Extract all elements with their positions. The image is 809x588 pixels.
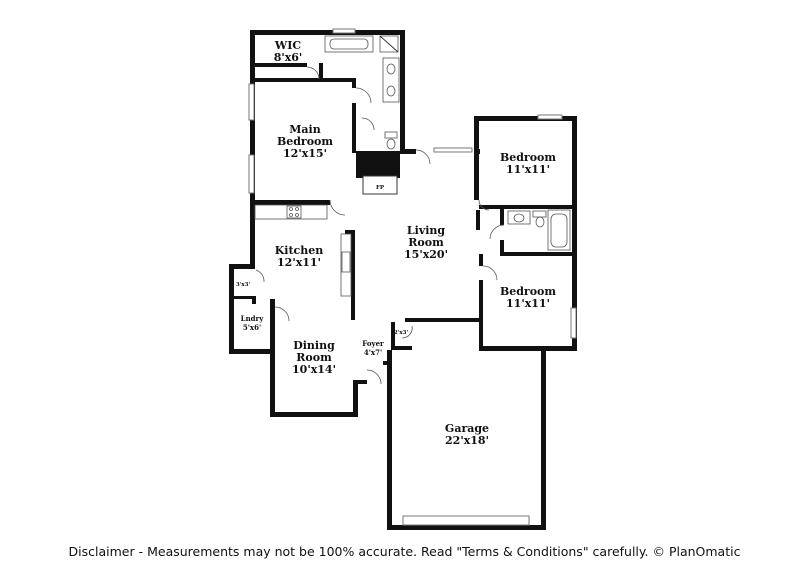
foyer-size: 4'x7' xyxy=(364,348,382,357)
closet-2x3-size: 2'x3' xyxy=(394,330,409,336)
bedroom-2-size: 11'x11' xyxy=(506,297,550,310)
room-label-bedroom-1: Bedroom 11'x11' xyxy=(500,151,556,176)
room-label-foyer: Foyer 4'x7' xyxy=(362,339,384,357)
main-bedroom-name-line1: Main xyxy=(289,123,320,136)
main-bedroom-name-line2: Bedroom xyxy=(277,135,333,148)
kitchen-size: 12'x11' xyxy=(277,256,321,269)
room-label-closet-3x3: 3'x3' xyxy=(236,282,251,288)
wic-name: WIC xyxy=(274,39,301,52)
room-label-laundry: Lndry 5'x6' xyxy=(241,314,265,332)
bedroom-1-size: 11'x11' xyxy=(506,163,550,176)
walls-center xyxy=(345,116,577,351)
laundry-name: Lndry xyxy=(241,314,265,323)
fireplace-label: FP xyxy=(376,185,384,191)
dining-room-name-line2: Room xyxy=(296,351,332,364)
dining-room-size: 10'x14' xyxy=(292,363,336,376)
disclaimer-text: Disclaimer - Measurements may not be 100… xyxy=(68,544,741,559)
kitchen-fixtures xyxy=(254,204,352,297)
room-label-wic: WIC 8'x6' xyxy=(274,39,303,64)
doors xyxy=(255,66,505,385)
living-room-name-line2: Room xyxy=(408,236,444,249)
room-label-bedroom-2: Bedroom 11'x11' xyxy=(500,285,556,310)
main-bedroom-size: 12'x15' xyxy=(283,147,327,160)
room-label-dining-room: Dining Room 10'x14' xyxy=(292,339,336,376)
dining-room-name-line1: Dining xyxy=(293,339,335,352)
fireplace: FP xyxy=(356,151,400,195)
bedroom-1-name: Bedroom xyxy=(500,151,556,164)
laundry-size: 5'x6' xyxy=(243,323,261,332)
room-label-living-room: Living Room 15'x20' xyxy=(404,224,448,261)
room-label-kitchen: Kitchen 12'x11' xyxy=(275,244,324,269)
bath-fixtures xyxy=(324,35,571,251)
room-label-garage: Garage 22'x18' xyxy=(445,422,489,447)
foyer-name: Foyer xyxy=(362,339,384,348)
room-label-closet-2x3: 2'x3' xyxy=(394,330,409,336)
garage-size: 22'x18' xyxy=(445,434,489,447)
wic-size: 8'x6' xyxy=(274,51,303,64)
windows xyxy=(248,28,577,526)
living-room-size: 15'x20' xyxy=(404,248,448,261)
walls-west xyxy=(229,264,546,530)
garage-name: Garage xyxy=(445,422,489,435)
kitchen-name: Kitchen xyxy=(275,244,324,257)
closet-3x3-size: 3'x3' xyxy=(236,282,251,288)
bedroom-2-name: Bedroom xyxy=(500,285,556,298)
living-room-name-line1: Living xyxy=(407,224,445,237)
room-label-main-bedroom: Main Bedroom 12'x15' xyxy=(277,123,333,160)
